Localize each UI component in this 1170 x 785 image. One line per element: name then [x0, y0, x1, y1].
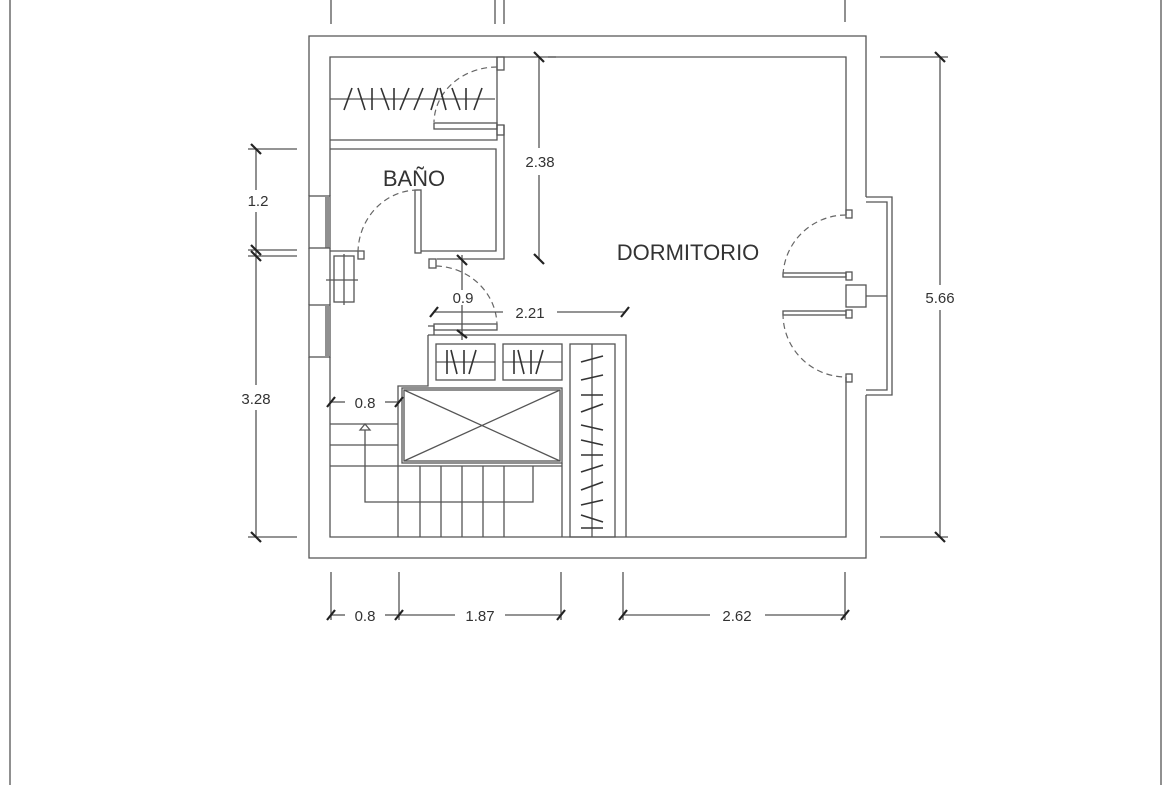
dim-bottom-stair: 0.8 [355, 608, 376, 625]
dim-bottom-middle: 1.87 [465, 608, 494, 625]
stair-direction-arrow [364, 430, 534, 503]
dimension-ticks [250, 51, 946, 621]
room-label-bathroom: BAÑO [383, 166, 445, 191]
hall-door [428, 265, 498, 335]
room-label-bedroom: DORMITORIO [617, 240, 760, 265]
dim-bottom-right: 2.62 [722, 608, 751, 625]
dim-total-height: 5.66 [925, 290, 954, 307]
bathroom [326, 125, 505, 305]
dim-left-lower: 3.28 [241, 391, 270, 408]
dim-closet-height: 2.38 [525, 154, 554, 171]
dimension-lines [248, 56, 948, 620]
dim-door-width: 0.9 [453, 290, 474, 307]
dim-stair-width: 0.8 [355, 395, 376, 412]
top-closet [330, 56, 505, 141]
dim-bath-height: 1.2 [248, 193, 269, 210]
top-extension-lines [330, 0, 846, 24]
balcony-double-door [782, 196, 893, 396]
hangers [343, 87, 483, 111]
exterior-walls [308, 35, 867, 559]
dim-hall-width: 2.21 [515, 305, 544, 322]
closet-hangers [446, 349, 604, 529]
stair-block [330, 334, 627, 538]
